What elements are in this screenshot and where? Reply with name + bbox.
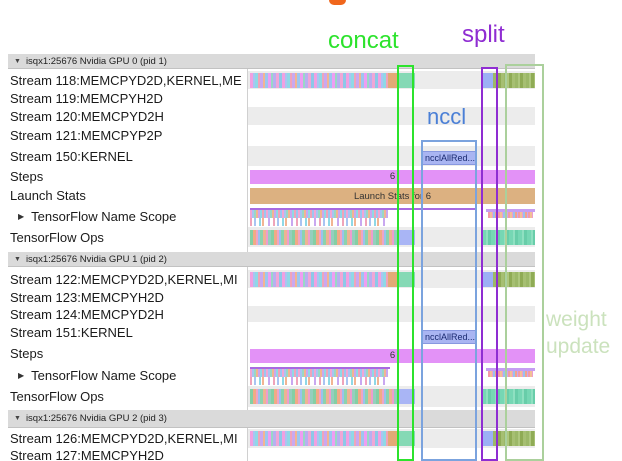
memcpy-slice[interactable] <box>388 272 399 287</box>
row-label-text: Stream 126:MEMCPYD2D,KERNEL,MI <box>10 431 238 446</box>
row-label: ▶ TensorFlow Name Scope <box>0 364 247 386</box>
split-op-slice[interactable] <box>481 73 493 88</box>
name-scope-sub-band[interactable] <box>250 377 386 385</box>
row-label-text: Stream 124:MEMCPYD2H <box>10 306 164 322</box>
kernel-activity-band[interactable] <box>250 272 388 287</box>
expand-arrow-icon[interactable]: ▶ <box>18 370 25 380</box>
row-label: TensorFlow Ops <box>0 227 247 247</box>
row-label: Steps <box>0 166 247 186</box>
cropped-annotation-fragment <box>329 0 346 5</box>
concat-highlight-box <box>397 65 414 461</box>
tf-ops-weight-update-band[interactable] <box>482 230 535 245</box>
split-highlight-box <box>481 67 498 461</box>
name-scope-top-line[interactable] <box>250 367 390 369</box>
row-label-text: Stream 122:MEMCPYD2D,KERNEL,MI <box>10 271 238 287</box>
row-label: Stream 120:MEMCPYD2H <box>0 107 247 125</box>
tf-ops-blue-slice[interactable] <box>397 230 415 245</box>
row-label-text: Stream 123:MEMCPYH2D <box>10 289 164 305</box>
collapse-arrow-icon[interactable]: ▼ <box>14 415 21 422</box>
name-scope-top-line[interactable] <box>250 208 475 210</box>
concat-annotation: concat <box>328 27 399 54</box>
memcpy-slice[interactable] <box>388 73 399 88</box>
row-label-text: Stream 119:MEMCPYH2D <box>10 90 163 106</box>
weight-update-band[interactable] <box>493 431 535 446</box>
launch-stats-bar[interactable]: Launch Stats for 6 <box>250 188 535 204</box>
split-op-slice[interactable] <box>481 431 493 446</box>
kernel-activity-band[interactable] <box>250 73 388 88</box>
row-label-text: TensorFlow Name Scope <box>31 367 177 383</box>
row-label: Launch Stats <box>0 186 247 205</box>
row-label-text: Stream 151:KERNEL <box>10 325 133 340</box>
weight-update-band[interactable] <box>493 272 535 287</box>
concat-op-slice[interactable] <box>399 272 415 287</box>
row-label-text: Steps <box>10 168 44 184</box>
row-label: Stream 123:MEMCPYH2D <box>0 288 247 306</box>
row-label-text: Stream 127:MEMCPYH2D <box>10 449 164 461</box>
row-label: Stream 119:MEMCPYH2D <box>0 89 247 107</box>
name-scope-band[interactable] <box>250 210 388 218</box>
collapse-arrow-icon[interactable]: ▼ <box>14 255 21 263</box>
step-number-label: 6 <box>389 350 396 361</box>
name-scope-sub-band[interactable] <box>250 218 386 226</box>
split-op-slice[interactable] <box>481 272 493 287</box>
row-label: Steps <box>0 343 247 364</box>
steps-bar[interactable]: 6 <box>250 349 535 363</box>
row-label: Stream 118:MEMCPYD2D,KERNEL,ME <box>0 71 247 89</box>
concat-op-slice[interactable] <box>399 73 415 88</box>
tf-ops-band[interactable] <box>250 230 397 245</box>
weight-update-line2: update <box>546 335 611 358</box>
weight-update-band[interactable] <box>493 73 535 88</box>
row-label-text: Launch Stats <box>10 188 86 203</box>
row-label: Stream 122:MEMCPYD2D,KERNEL,MI <box>0 270 247 288</box>
concat-op-slice[interactable] <box>399 431 415 446</box>
section-header-label: isqx1:25676 Nvidia GPU 0 (pid 1) <box>25 55 167 67</box>
collapse-arrow-icon[interactable]: ▼ <box>14 57 21 65</box>
name-scope-right-bar[interactable] <box>486 209 535 212</box>
launch-stats-bar-label: Launch Stats for 6 <box>353 191 432 202</box>
row-label-text: Stream 120:MEMCPYD2H <box>10 108 164 124</box>
nccl-kernel-label: ncclAllRed... <box>425 332 476 342</box>
row-label-text: TensorFlow Ops <box>10 389 104 404</box>
name-scope-band[interactable] <box>250 369 388 377</box>
row-label-text: Stream 118:MEMCPYD2D,KERNEL,ME <box>10 72 242 88</box>
name-scope-right-band[interactable] <box>488 212 533 218</box>
row-label: Stream 127:MEMCPYH2D <box>0 449 247 461</box>
split-annotation: split <box>462 21 505 48</box>
step-number-label: 6 <box>389 171 396 182</box>
row-label: Stream 126:MEMCPYD2D,KERNEL,MI <box>0 429 247 448</box>
section-header-row[interactable]: ▼ isqx1:25676 Nvidia GPU 0 (pid 1) <box>8 54 535 69</box>
weight-update-line1: weight <box>546 308 607 331</box>
tf-ops-weight-update-band[interactable] <box>482 389 535 404</box>
section-header-label: isqx1:25676 Nvidia GPU 2 (pid 3) <box>25 413 167 424</box>
row-label: Stream 121:MEMCPYP2P <box>0 125 247 146</box>
nccl-annotation: nccl <box>427 104 467 129</box>
name-scope-right-band[interactable] <box>488 371 533 377</box>
section-header-row[interactable]: ▼ isqx1:25676 Nvidia GPU 2 (pid 3) <box>8 410 535 428</box>
tf-ops-blue-slice[interactable] <box>397 389 415 404</box>
steps-bar[interactable]: 6 <box>250 170 535 184</box>
row-track <box>248 306 535 322</box>
row-label: Stream 150:KERNEL <box>0 146 247 166</box>
row-label-text: TensorFlow Name Scope <box>31 208 177 224</box>
row-label: ▶ TensorFlow Name Scope <box>0 205 247 227</box>
tf-ops-band[interactable] <box>250 389 397 404</box>
section-header-row[interactable]: ▼ isqx1:25676 Nvidia GPU 1 (pid 2) <box>8 252 535 267</box>
weight-update-annotation: weight update <box>546 306 610 360</box>
name-scope-right-bar[interactable] <box>486 368 535 371</box>
nccl-highlight-box <box>421 140 477 461</box>
row-label-text: Steps <box>10 346 44 361</box>
section-header-label: isqx1:25676 Nvidia GPU 1 (pid 2) <box>25 253 167 265</box>
row-label: Stream 124:MEMCPYD2H <box>0 306 247 322</box>
expand-arrow-icon[interactable]: ▶ <box>18 211 25 221</box>
row-label-text: Stream 121:MEMCPYP2P <box>10 128 163 143</box>
weight-update-highlight-box <box>505 64 544 461</box>
memcpy-slice[interactable] <box>388 431 399 446</box>
row-label-text: TensorFlow Ops <box>10 229 104 245</box>
row-label: Stream 151:KERNEL <box>0 322 247 343</box>
row-track <box>248 107 535 125</box>
nccl-kernel-label: ncclAllRed... <box>425 153 476 163</box>
row-label: TensorFlow Ops <box>0 386 247 407</box>
row-label-text: Stream 150:KERNEL <box>10 148 133 164</box>
kernel-activity-band[interactable] <box>250 431 388 446</box>
